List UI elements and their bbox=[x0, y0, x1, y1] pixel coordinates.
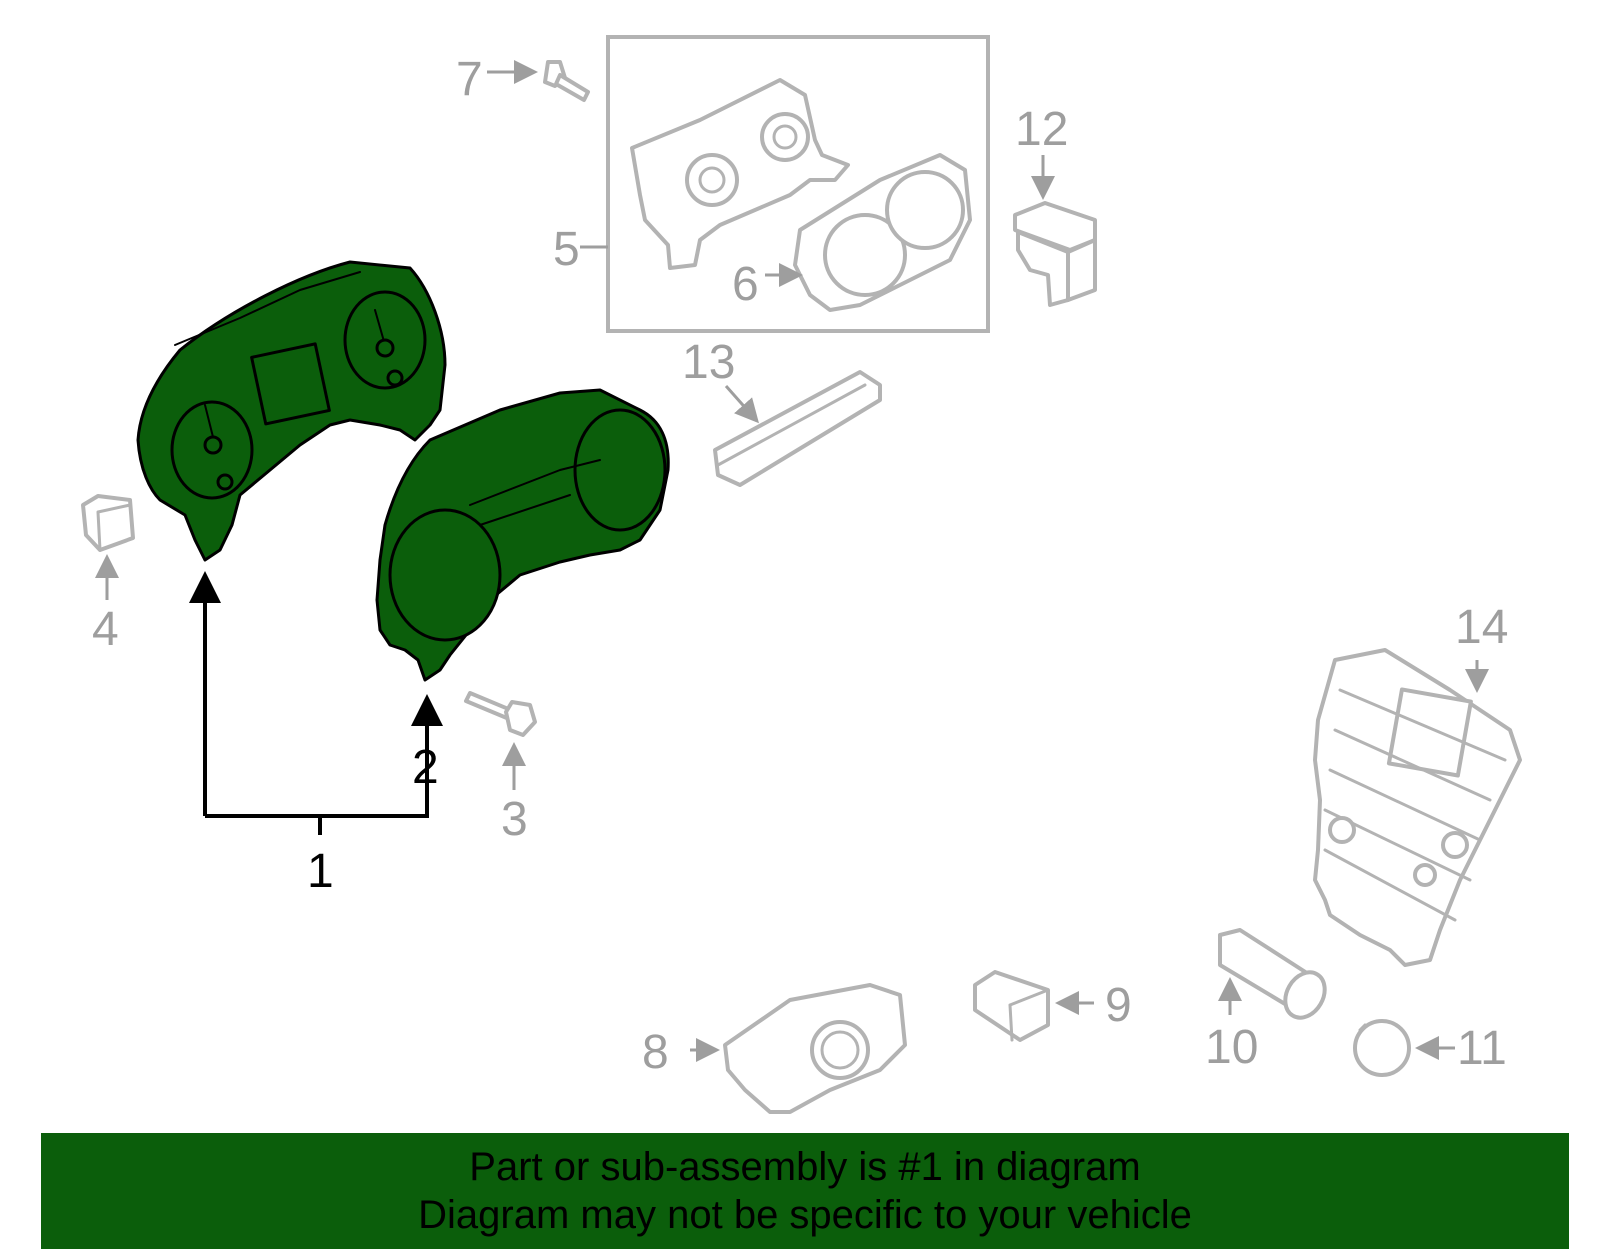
callout-8: 8 bbox=[642, 1026, 669, 1079]
callout-7: 7 bbox=[456, 53, 483, 106]
notice-banner: Part or sub-assembly is #1 in diagram Di… bbox=[41, 1133, 1569, 1249]
headlamp-switch-8[interactable] bbox=[723, 983, 907, 1114]
power-socket-10[interactable] bbox=[1218, 928, 1333, 1025]
callout-3: 3 bbox=[501, 793, 528, 846]
switch-bar-13[interactable] bbox=[713, 370, 882, 487]
banner-line-2: Diagram may not be specific to your vehi… bbox=[418, 1193, 1192, 1237]
callout-14: 14 bbox=[1455, 601, 1508, 654]
callout-5: 5 bbox=[553, 223, 580, 276]
leader-lines bbox=[95, 60, 1489, 1062]
callout-9: 9 bbox=[1105, 979, 1132, 1032]
climate-control-face[interactable] bbox=[793, 153, 972, 312]
banner-line-1: Part or sub-assembly is #1 in diagram bbox=[469, 1145, 1141, 1189]
assembly-box-5 bbox=[606, 35, 990, 333]
callout-6: 6 bbox=[732, 258, 759, 311]
cap-11[interactable] bbox=[1353, 1019, 1411, 1077]
callout-4: 4 bbox=[92, 603, 119, 656]
screw-3[interactable] bbox=[464, 691, 537, 737]
callout-13: 13 bbox=[682, 336, 735, 389]
callout-1: 1 bbox=[307, 845, 334, 898]
clip-4[interactable] bbox=[81, 494, 135, 552]
callout-11: 11 bbox=[1457, 1022, 1507, 1075]
instrument-cluster-lower[interactable] bbox=[375, 388, 670, 682]
callout-2: 2 bbox=[412, 741, 439, 794]
callout-12: 12 bbox=[1015, 103, 1068, 156]
switch-9[interactable] bbox=[973, 970, 1050, 1042]
switch-12[interactable] bbox=[1013, 201, 1097, 307]
bolt-7[interactable] bbox=[543, 60, 590, 102]
climate-control-panel[interactable] bbox=[630, 78, 850, 270]
callout-10: 10 bbox=[1205, 1021, 1258, 1074]
instrument-cluster-upper[interactable] bbox=[136, 260, 447, 562]
center-bezel-14[interactable] bbox=[1313, 648, 1522, 967]
